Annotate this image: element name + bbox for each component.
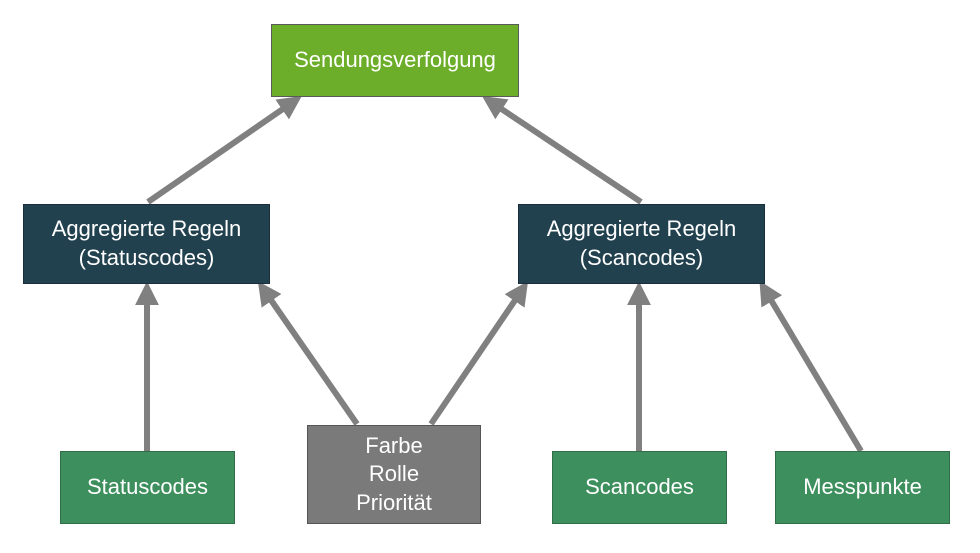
arrow-attributes-to-aggscan [428, 281, 529, 426]
node-aggregierte-regeln-scancodes: Aggregierte Regeln (Scancodes) [518, 204, 765, 284]
node-scancodes: Scancodes [552, 451, 727, 524]
node-farbe-rolle-prioritaet: Farbe Rolle Priorität [307, 425, 481, 524]
arrow-aggstatus-to-top [146, 95, 302, 205]
node-statuscodes: Statuscodes [60, 451, 235, 524]
node-aggregierte-regeln-statuscodes: Aggregierte Regeln (Statuscodes) [23, 204, 270, 284]
arrow-aggscan-to-top [482, 96, 643, 205]
arrow-attributes-to-aggstatus [257, 281, 360, 426]
node-messpunkte: Messpunkte [775, 451, 950, 524]
arrow-messpunkte-to-aggscan [759, 280, 864, 453]
node-sendungsverfolgung: Sendungsverfolgung [271, 24, 519, 97]
